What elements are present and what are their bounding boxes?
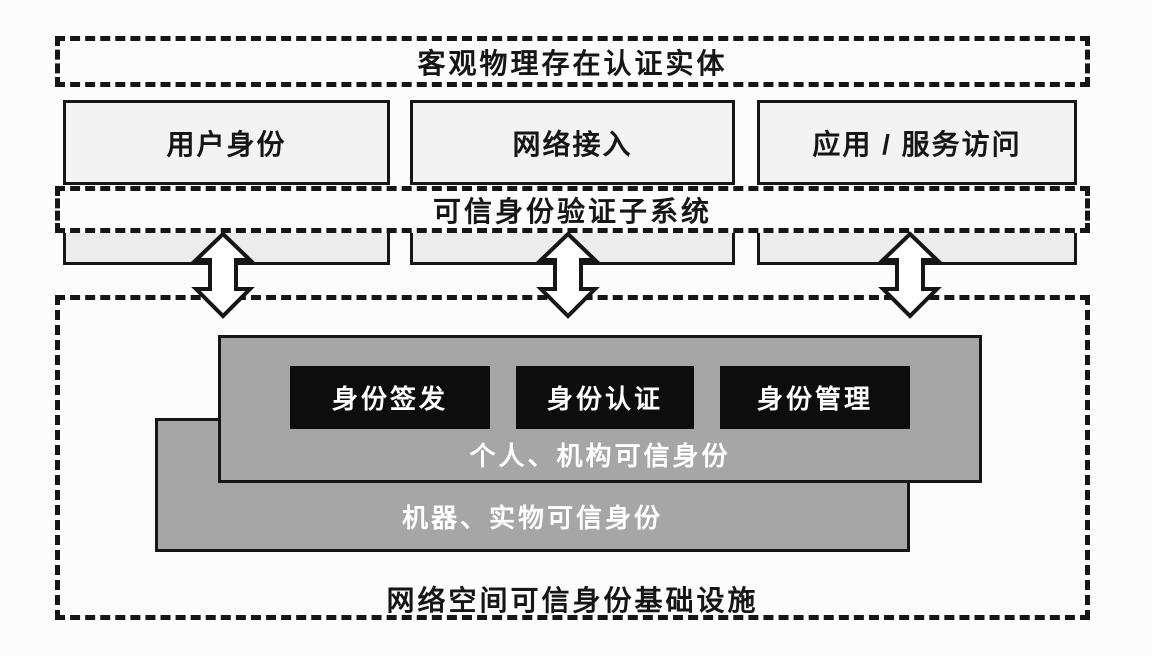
- physical-entity-band-label: 客观物理存在认证实体: [417, 47, 728, 79]
- module-identity-management-label: 身份管理: [756, 384, 873, 414]
- module-identity-issuance: 身份签发: [290, 366, 490, 429]
- double-arrow-icon: [878, 231, 942, 319]
- identity-modules-row: 身份签发 身份认证 身份管理: [221, 366, 979, 429]
- column-user-identity-label: 用户身份: [166, 128, 287, 160]
- column-network-access: 网络接入: [410, 100, 735, 185]
- column-network-access-label: 网络接入: [512, 128, 633, 160]
- module-identity-authentication-label: 身份认证: [546, 384, 663, 414]
- module-identity-authentication: 身份认证: [516, 366, 694, 429]
- personal-identity-layer-label-wrap: 个人、机构可信身份: [221, 436, 979, 473]
- verification-subsystem-band: 可信身份验证子系统: [55, 186, 1090, 233]
- module-identity-issuance-label: 身份签发: [331, 384, 448, 414]
- machine-identity-layer-label: 机器、实物可信身份: [401, 503, 663, 533]
- module-identity-management: 身份管理: [720, 366, 910, 429]
- verification-subsystem-label: 可信身份验证子系统: [432, 195, 712, 227]
- physical-entity-band: 客观物理存在认证实体: [55, 36, 1090, 87]
- double-arrow-icon: [536, 231, 600, 319]
- personal-identity-layer-label: 个人、机构可信身份: [469, 441, 731, 471]
- column-app-service-access-label: 应用 / 服务访问: [812, 128, 1022, 160]
- double-arrow-icon: [191, 231, 255, 319]
- personal-identity-layer: 身份签发 身份认证 身份管理 个人、机构可信身份: [218, 335, 982, 483]
- infrastructure-title: 网络空间可信身份基础设施: [386, 585, 759, 616]
- column-user-identity: 用户身份: [63, 100, 390, 185]
- column-app-service-access: 应用 / 服务访问: [757, 100, 1077, 185]
